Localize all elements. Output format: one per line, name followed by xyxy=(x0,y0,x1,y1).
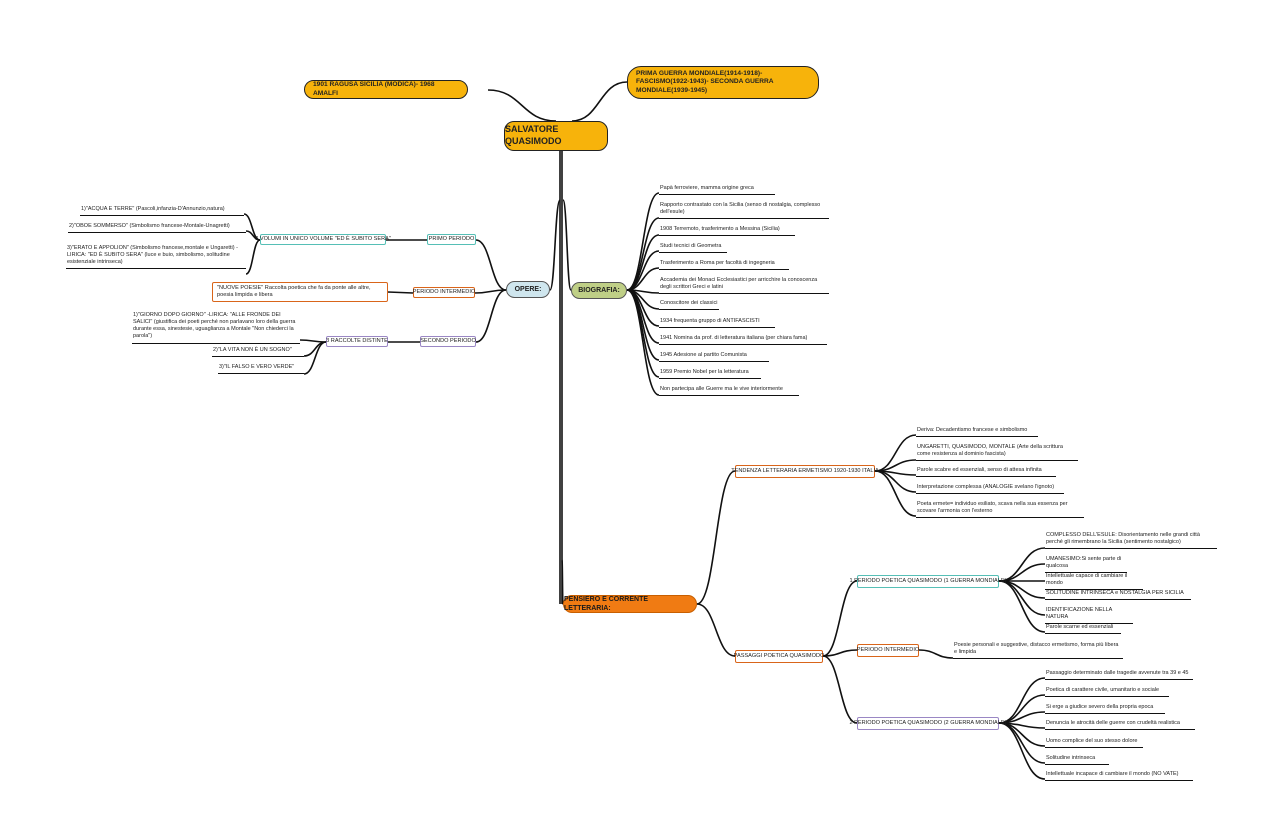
bio-item-3: 1908 Terremoto, trasferimento a Messina … xyxy=(659,226,795,237)
p2-item-2: Poetica di carattere civile, umanitario … xyxy=(1045,687,1169,698)
opere-secondo-item-3: 3)"IL FALSO E VERO VERDE" xyxy=(218,364,304,375)
tendenza-item-1: Deriva: Decadentismo francese e simbolis… xyxy=(916,427,1038,438)
connector-tendenza-item xyxy=(874,470,917,517)
tendenza-item-5: Poeta ermete= individuo esiliato, scava … xyxy=(916,501,1084,519)
bio-item-12: Non partecipa alle Guerre ma le vive int… xyxy=(659,386,799,397)
connector-intermedio-box xyxy=(387,291,414,294)
opere-primo-period[interactable]: PRIMO PERIODO xyxy=(427,234,476,245)
connector-passaggi xyxy=(696,603,736,657)
opere-secondo-item-1: 1)"GIORNO DOPO GIORNO" -LIRICA: "ALLE FR… xyxy=(132,312,300,344)
connector-wars xyxy=(571,81,628,122)
p2-item-7: Intellettuale incapace di cambiare il mo… xyxy=(1045,771,1193,782)
c xyxy=(299,339,327,343)
dates-node[interactable]: 1901 RAGUSA SICILIA (MODICA)- 1968 AMALF… xyxy=(304,80,468,99)
p2-box[interactable]: 2 PERIODO POETICA QUASIMODO (2 GUERRA MO… xyxy=(850,717,1006,730)
pi-text: Poesie personali e suggestive, distacco … xyxy=(953,642,1123,660)
opere-primo-item-3: 3)"ERATO E APPOLION" (Simbolismo frances… xyxy=(66,245,246,270)
c xyxy=(303,341,327,375)
p1-box[interactable]: 1 PERIODO POETICA QUASIMODO (1 GUERRA MO… xyxy=(850,575,1006,588)
connector-bio xyxy=(562,199,572,291)
connector-tendenza xyxy=(696,470,736,605)
tendenza-item-2: UNGARETTI, QUASIMODO, MONTALE (Arte dell… xyxy=(916,444,1078,462)
tendenza-item-4: Interpretazione complessa (ANALOGIE svel… xyxy=(916,484,1064,495)
pi-box[interactable]: PERIODO INTERMEDIO xyxy=(857,644,919,657)
p1-item-6: Parole scarne ed essenziali xyxy=(1045,624,1121,635)
p1-item-2: UMANESIMO:Si sente parte di qualcosa xyxy=(1045,556,1127,574)
connector-primo xyxy=(475,239,507,291)
passaggi-box[interactable]: PASSAGGI POETICA QUASIMODO xyxy=(734,650,824,663)
p2-item-4: Denuncia le atrocità delle guerre con cr… xyxy=(1045,720,1195,731)
bio-item-7: Conoscitore dei classici xyxy=(659,300,719,311)
connector-p2 xyxy=(822,655,858,724)
bio-item-8: 1934 frequenta gruppo di ANTIFASCISTI xyxy=(659,318,775,329)
connector-bio-item xyxy=(626,192,660,291)
p2-item-3: Si erge a giudice severo della propria e… xyxy=(1045,704,1165,715)
p2-item-5: Uomo complice del suo stesso dolore xyxy=(1045,738,1143,749)
p1-item-1: COMPLESSO DELL'ESULE: Disorientamento ne… xyxy=(1045,532,1217,550)
bio-item-1: Papà ferroviere, mamma origine greca xyxy=(659,185,775,196)
p1-item-3: Intellettuale capace di cambiare il mond… xyxy=(1045,573,1143,591)
connector-pi xyxy=(822,649,858,657)
opere-secondo-box[interactable]: 3 RACCOLTE DISTINTE xyxy=(326,336,388,347)
bio-item-5: Trasferimento a Roma per facoltà di inge… xyxy=(659,260,789,271)
bio-item-6: Accademia dei Monaci Ecclesiastici per a… xyxy=(659,277,829,295)
wars-node[interactable]: PRIMA GUERRA MONDIALE(1914-1918)- FASCIS… xyxy=(627,66,819,99)
connector-p1-item xyxy=(998,580,1046,633)
connector-bio-item xyxy=(626,289,660,396)
opere-secondo-period[interactable]: SECONDO PERIODO xyxy=(420,336,476,347)
connector-p1 xyxy=(822,580,858,657)
bio-item-4: Studi tecnici di Geometra xyxy=(659,243,727,254)
connector-bio-item xyxy=(626,289,660,378)
opere-intermedio-period[interactable]: PERIODO INTERMEDIO xyxy=(413,287,475,298)
connector-p2-item xyxy=(998,677,1046,724)
connector-p2-item xyxy=(998,722,1046,780)
c xyxy=(245,239,261,275)
bio-item-10: 1945 Adesione al partito Comunista xyxy=(659,352,769,363)
p1-item-5: IDENTIFICAZIONE NELLA NATURA xyxy=(1045,607,1133,625)
opere-secondo-item-2: 2)"LA VITA NON È UN SOGNO" xyxy=(212,347,304,358)
p2-item-1: Passaggio determinato dalle tragedie avv… xyxy=(1045,670,1193,681)
biografia-node[interactable]: BIOGRAFIA: xyxy=(571,282,627,299)
tendenza-item-3: Parole scabre ed essenziali, senso di at… xyxy=(916,467,1056,478)
bio-item-2: Rapporto contrastato con la Sicilia (sen… xyxy=(659,202,829,220)
bio-item-11: 1959 Premio Nobel per la letteratura xyxy=(659,369,761,380)
connector-pensiero xyxy=(561,559,564,605)
p1-item-4: SOLITUDINE INTRINSECA e NOSTALGIA PER SI… xyxy=(1045,590,1191,601)
opere-node[interactable]: OPERE: xyxy=(506,281,550,298)
central-topic[interactable]: SALVATORE QUASIMODO xyxy=(504,121,608,151)
opere-primo-item-1: 1)"ACQUA E TERRE" (Pascoli,infanzia-D'An… xyxy=(80,206,244,217)
opere-intermedio-box[interactable]: "NUOVE POESIE" Raccolta poetica che fa d… xyxy=(212,282,388,302)
opere-primo-box[interactable]: 3 VOLUMI IN UNICO VOLUME "ED È SUBITO SE… xyxy=(255,234,391,245)
connector-opere xyxy=(549,199,561,291)
connector-p2-item xyxy=(998,722,1046,764)
opere-primo-item-2: 2)"OBOE SOMMERSO" (Simbolismo francese-M… xyxy=(68,223,246,234)
connector-intermedio xyxy=(474,289,507,294)
p2-item-6: Solitudine intrinseca xyxy=(1045,755,1109,766)
bio-item-9: 1941 Nomina da prof. di letteratura ital… xyxy=(659,335,827,346)
connector-pi-text xyxy=(918,649,954,659)
connector-secondo xyxy=(475,289,507,343)
connector-dates xyxy=(487,89,557,122)
pensiero-node[interactable]: PENSIERO E CORRENTE LETTERARIA: xyxy=(563,595,697,613)
tendenza-box[interactable]: TENDENZA LETTERARIA ERMETISMO 1920-1930 … xyxy=(731,465,879,478)
